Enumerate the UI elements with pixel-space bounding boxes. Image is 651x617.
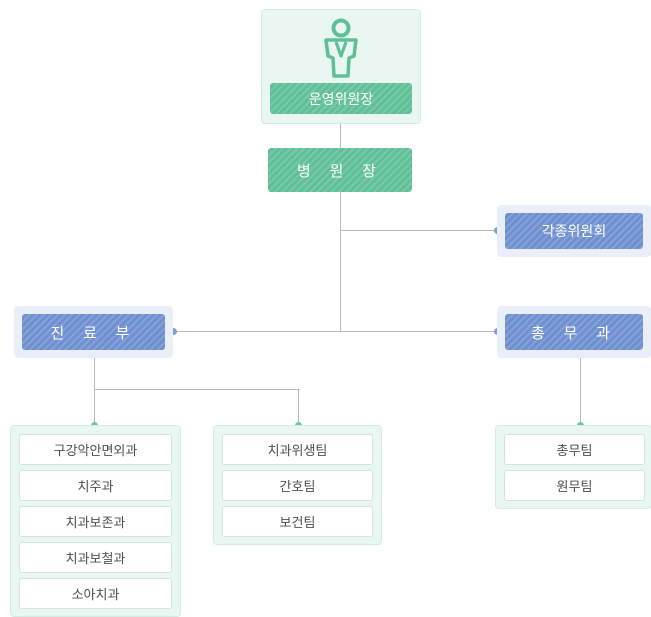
connector-admin-down (580, 357, 581, 425)
medical-depts-panel: 구강악안면외과 치주과 치과보존과 치과보철과 소아치과 (10, 425, 181, 617)
connector-to-committees (340, 230, 497, 231)
dept-item[interactable]: 치주과 (19, 470, 172, 501)
dept-item[interactable]: 소아치과 (19, 578, 172, 609)
connector-director-trunk (340, 192, 341, 331)
medical-panel: 진 료 부 (14, 306, 173, 358)
team-item[interactable]: 보건팀 (222, 506, 373, 537)
connector-medical-branch (94, 389, 299, 390)
connector-left-depts (94, 389, 95, 425)
committees-panel: 각종위원회 (497, 205, 651, 257)
top-chair-panel: 운영위원장 (261, 9, 421, 124)
committees-box[interactable]: 각종위원회 (505, 213, 643, 249)
director-box[interactable]: 병 원 장 (268, 148, 412, 192)
admin-panel: 총 무 과 (497, 306, 651, 358)
team-item[interactable]: 원무팀 (504, 470, 645, 501)
medical-box[interactable]: 진 료 부 (22, 314, 165, 350)
team-item[interactable]: 총무팀 (504, 434, 645, 465)
person-icon (324, 18, 358, 78)
medical-teams-panel: 치과위생팀 간호팀 보건팀 (213, 425, 382, 545)
team-item[interactable]: 치과위생팀 (222, 434, 373, 465)
connector-horizontal-main (173, 331, 497, 332)
connector-dot (170, 328, 177, 335)
admin-teams-panel: 총무팀 원무팀 (495, 425, 651, 509)
connector-right-teams (298, 389, 299, 425)
team-item[interactable]: 간호팀 (222, 470, 373, 501)
connector-top-to-director (340, 122, 341, 148)
dept-item[interactable]: 치과보존과 (19, 506, 172, 537)
top-chair-label[interactable]: 운영위원장 (270, 83, 412, 114)
dept-item[interactable]: 치과보철과 (19, 542, 172, 573)
admin-box[interactable]: 총 무 과 (505, 314, 643, 350)
connector-medical-down (94, 357, 95, 389)
dept-item[interactable]: 구강악안면외과 (19, 434, 172, 465)
